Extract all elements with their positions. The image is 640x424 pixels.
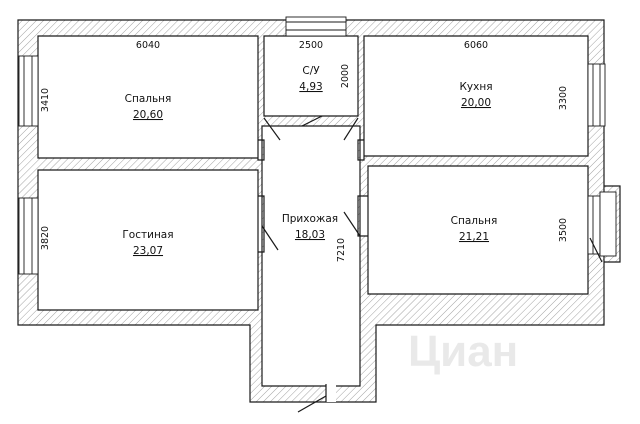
door-kitchen (343, 117, 359, 141)
dim-bedroom1-depth: 3410 (40, 88, 51, 112)
window-bedroom1 (18, 55, 39, 127)
door-bay (589, 237, 603, 263)
dim-bedroom2-depth: 3500 (558, 218, 569, 242)
room-name-hall: Прихожая (282, 213, 338, 225)
room-area-living: 23,07 (133, 245, 163, 257)
watermark: Циан (408, 327, 518, 376)
door-bath (301, 115, 323, 127)
room-name-living: Гостиная (122, 229, 173, 241)
door-bedroom2 (343, 211, 361, 237)
dim-bathroom-width: 2500 (299, 40, 323, 51)
dim-hall-length: 7210 (336, 238, 347, 262)
room-name-kitchen: Кухня (459, 81, 492, 93)
dim-kitchen-depth: 3300 (558, 86, 569, 110)
windows (18, 16, 606, 275)
room-name-bathroom: С/У (302, 65, 320, 77)
room-name-bedroom-2: Спальня (451, 215, 498, 227)
dim-bathroom-depth: 2000 (340, 64, 351, 88)
door-entrance (297, 395, 327, 413)
walls (17, 19, 605, 403)
doors (261, 115, 603, 413)
dim-bedroom1-width: 6040 (136, 40, 160, 51)
dim-living-depth: 3820 (40, 226, 51, 250)
room-area-bathroom: 4,93 (299, 81, 322, 93)
window-kitchen (587, 63, 606, 127)
window-living (18, 197, 39, 275)
room-area-kitchen: 20,00 (461, 97, 491, 109)
door-living (261, 225, 279, 251)
dim-kitchen-width: 6060 (464, 40, 488, 51)
room-area-hall: 18,03 (295, 229, 325, 241)
room-area-bedroom-1: 20,60 (133, 109, 163, 121)
door-bedroom1-left (263, 117, 281, 141)
room-name-bedroom-1: Спальня (125, 93, 172, 105)
room-area-bedroom-2: 21,21 (459, 231, 489, 243)
window-top (285, 16, 347, 37)
